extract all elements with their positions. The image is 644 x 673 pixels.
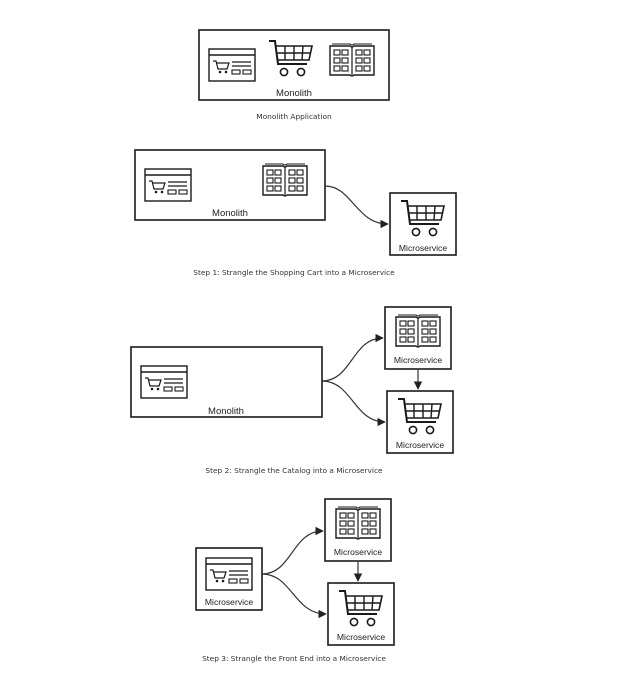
step3-catalog-microservice-label: Microservice bbox=[334, 547, 382, 557]
frontend-screen-icon bbox=[144, 168, 192, 202]
step2-arrow-to-cart bbox=[321, 380, 386, 427]
step1-monolith-label: Monolith bbox=[212, 208, 248, 219]
step1-microservice-label: Microservice bbox=[399, 243, 447, 253]
catalog-book-icon bbox=[335, 506, 381, 540]
step1-group: Monolith Microservice Step 1: Strangle t… bbox=[134, 149, 457, 277]
monolith-application-group: Monolith Monolith Application bbox=[198, 29, 390, 121]
caption-step2: Step 2: Strangle the Catalog into a Micr… bbox=[205, 466, 383, 475]
step3-frontend-microservice-label: Microservice bbox=[205, 597, 253, 607]
frontend-screen-icon bbox=[140, 365, 188, 399]
monolith-label: Monolith bbox=[276, 88, 312, 99]
step3-arrow-to-cart bbox=[261, 573, 327, 619]
step2-cart-microservice-label: Microservice bbox=[396, 440, 444, 450]
step2-group: Monolith Microservice Microservice Step … bbox=[130, 306, 454, 475]
step3-group: Microservice Microservice Microservice S… bbox=[195, 498, 395, 663]
step2-arrow-to-catalog bbox=[321, 333, 384, 382]
step1-arrow bbox=[324, 185, 389, 229]
caption-step3: Step 3: Strangle the Front End into a Mi… bbox=[202, 654, 386, 663]
frontend-screen-icon bbox=[208, 48, 256, 82]
step2-catalog-microservice-label: Microservice bbox=[394, 355, 442, 365]
catalog-book-icon bbox=[329, 43, 375, 77]
caption-monolith-application: Monolith Application bbox=[256, 112, 332, 121]
catalog-book-icon bbox=[395, 314, 441, 348]
step3-cart-microservice-label: Microservice bbox=[337, 632, 385, 642]
caption-step1: Step 1: Strangle the Shopping Cart into … bbox=[193, 268, 395, 277]
step3-arrow-to-catalog bbox=[261, 526, 324, 575]
catalog-book-icon bbox=[262, 163, 308, 197]
step2-monolith-label: Monolith bbox=[208, 406, 244, 417]
frontend-screen-icon bbox=[205, 557, 253, 591]
